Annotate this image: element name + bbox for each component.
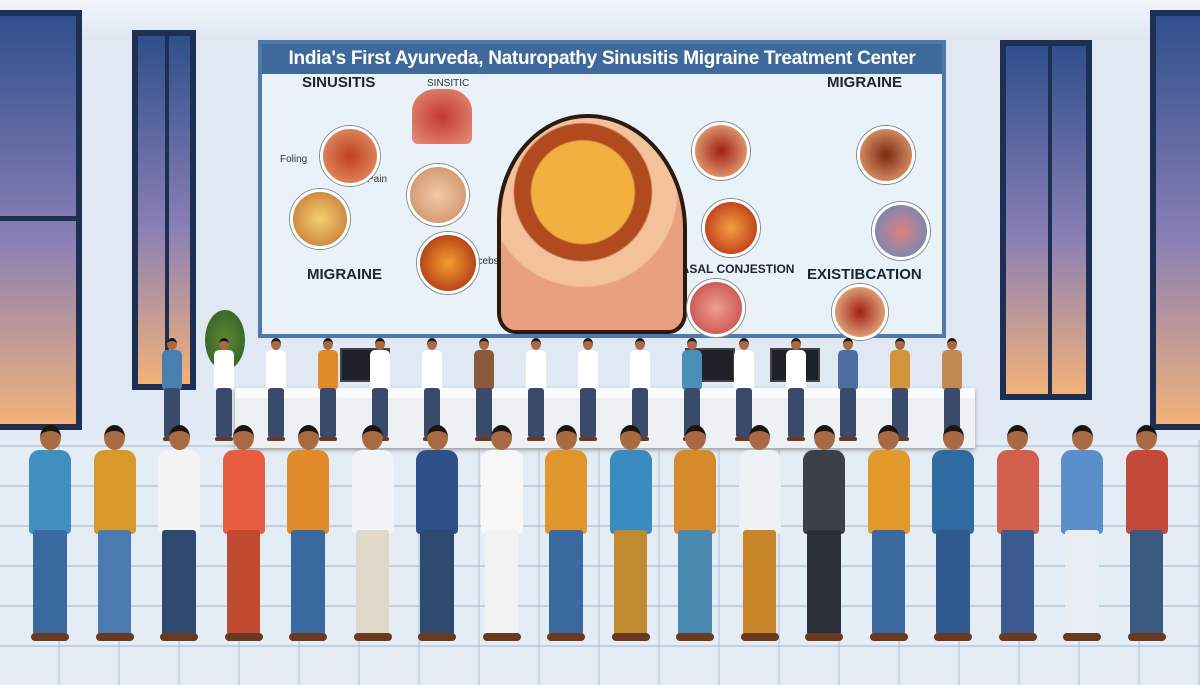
ceiling xyxy=(0,0,1200,40)
label-sinsitic: SINSITIC xyxy=(427,78,470,89)
heading-nasal-congestion: NASAL CONJESTION xyxy=(672,262,795,276)
diagram-circle xyxy=(320,126,380,186)
label-pain: Pain xyxy=(367,174,388,185)
poster-title: India's First Ayurveda, Naturopathy Sinu… xyxy=(262,44,942,74)
wall-poster: India's First Ayurveda, Naturopathy Sinu… xyxy=(258,40,946,340)
diagram-circle xyxy=(832,284,888,340)
window-right xyxy=(1150,10,1200,430)
heading-migraine-right: MIGRAINE xyxy=(827,74,902,91)
window-left xyxy=(0,10,82,430)
diagram-sinus xyxy=(412,89,472,144)
window-right-inner xyxy=(1000,40,1092,400)
diagram-head xyxy=(407,164,469,226)
diagram-circle xyxy=(857,126,915,184)
diagram-eye xyxy=(290,189,350,249)
window-left-inner xyxy=(132,30,196,390)
diagram-circle xyxy=(702,199,760,257)
heading-migraine-left: MIGRAINE xyxy=(307,266,382,283)
diagram-nasal xyxy=(687,279,745,337)
head-cross-section xyxy=(497,114,687,334)
diagram-brain xyxy=(872,202,930,260)
label-foling: Foling xyxy=(280,154,308,165)
label-o-cebsits: O cebsits xyxy=(467,256,509,267)
diagram-circle xyxy=(417,232,479,294)
reception-desk xyxy=(235,388,975,448)
diagram-circle xyxy=(692,122,750,180)
heading-existibcation: EXISTIBCATION xyxy=(807,266,922,283)
heading-sinusitis: SINUSITIS xyxy=(302,74,376,91)
